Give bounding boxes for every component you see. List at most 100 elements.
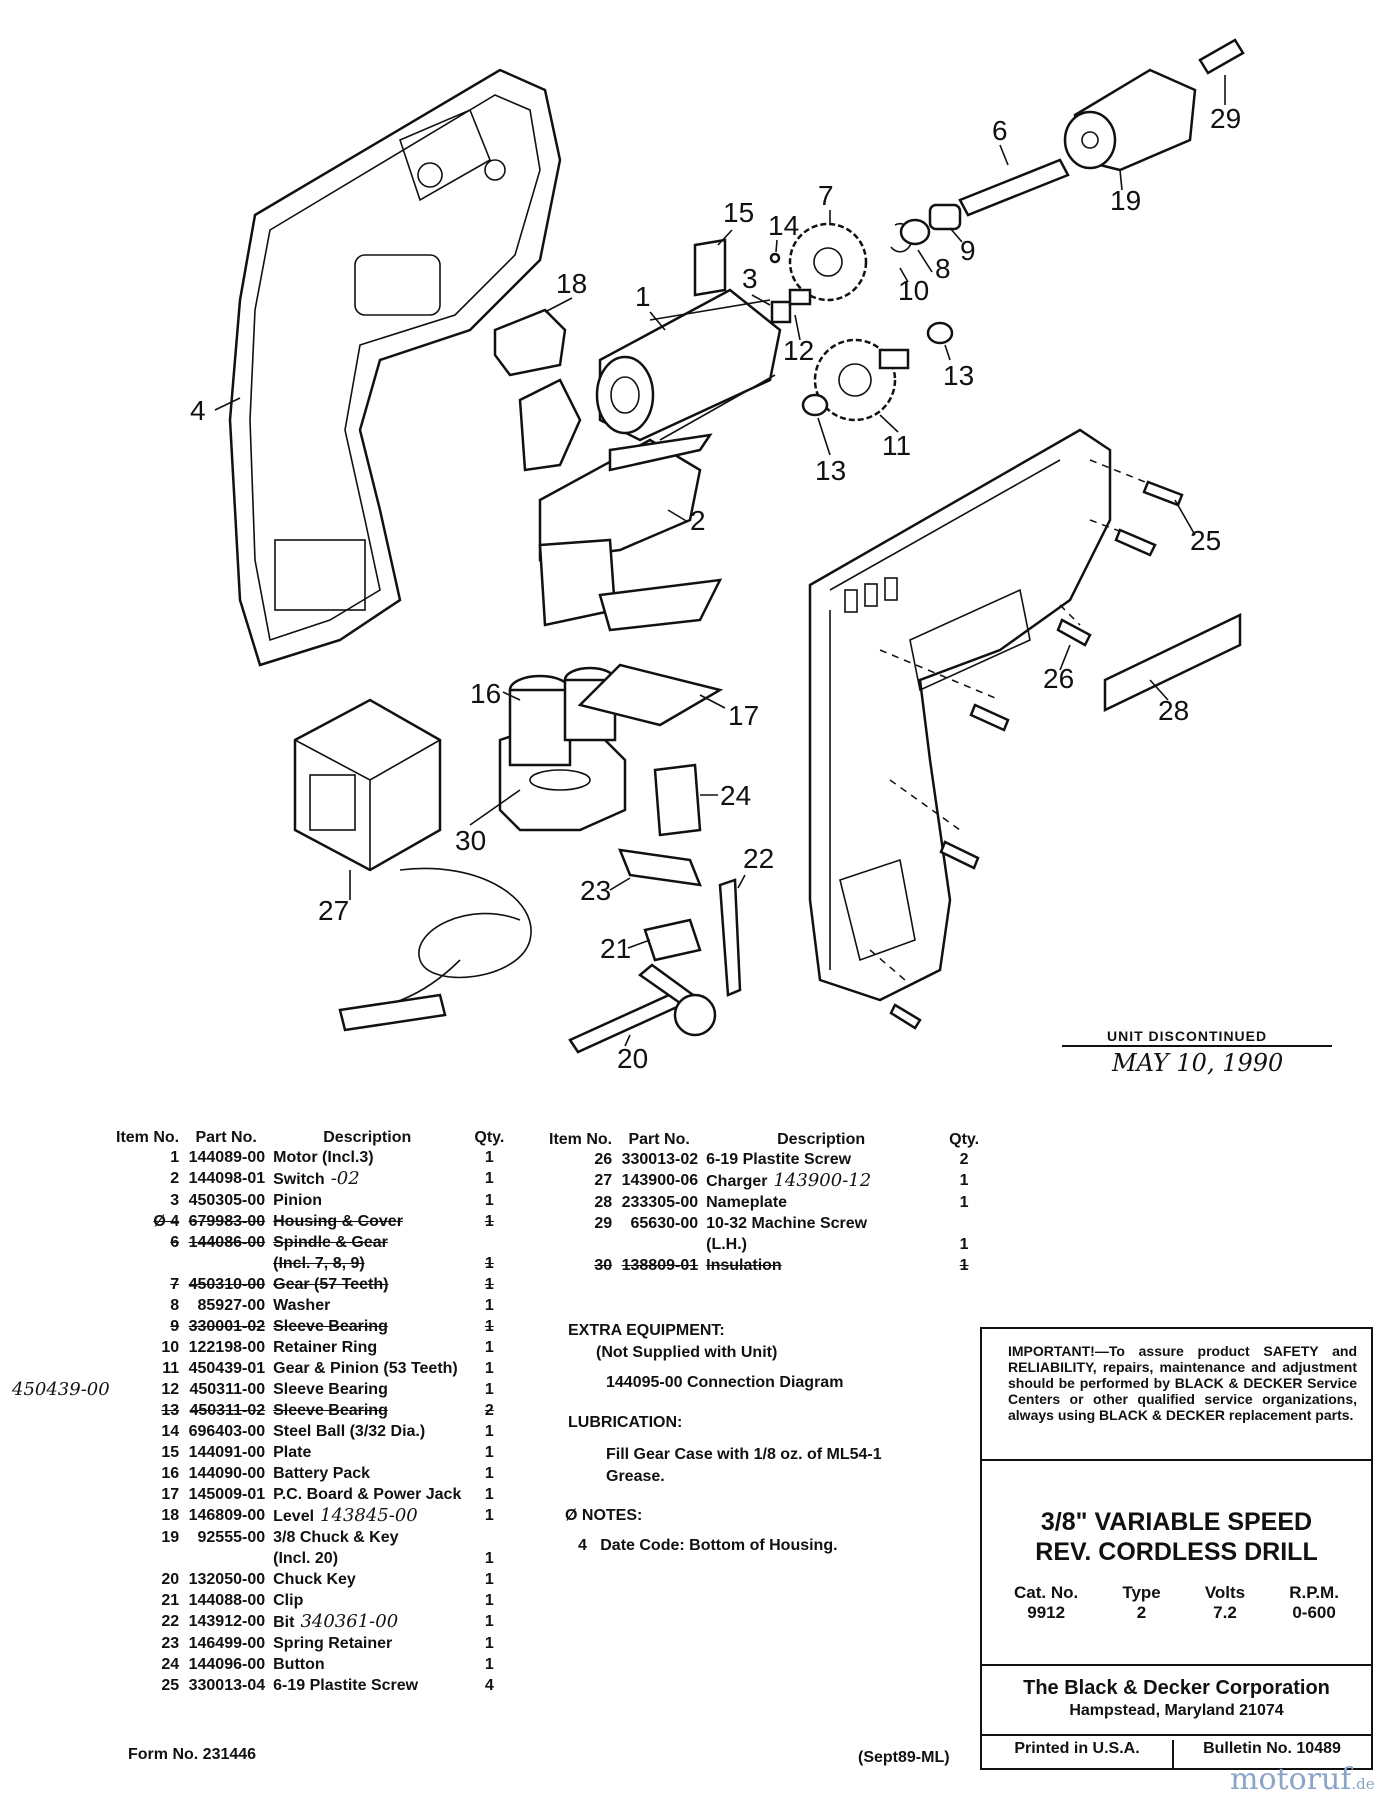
cell-qty-text: 1 <box>484 1360 494 1377</box>
sleeve-bearing <box>926 321 954 345</box>
cell-qty: 1 <box>465 1611 513 1633</box>
cell-item: 15 <box>112 1442 183 1463</box>
header-qty: Qty. <box>949 1131 980 1148</box>
cell-part: 143912-00 <box>183 1611 269 1633</box>
cell-qty-text: 1 <box>484 1170 494 1187</box>
callout-11: 11 <box>882 430 911 461</box>
cell-description-text: Level <box>273 1508 315 1525</box>
chuck-key <box>568 963 717 1054</box>
cell-qty-text: 1 <box>484 1423 494 1440</box>
header-description: Description <box>323 1129 412 1146</box>
cell-item: 29 <box>545 1213 616 1234</box>
cell-description-text: Plate <box>273 1444 312 1461</box>
cell-qty: 1 <box>465 1442 513 1463</box>
callout-1: 1 <box>635 281 651 312</box>
cell-part: 144098-01 <box>183 1168 269 1190</box>
notes-heading: Ø NOTES: <box>565 1507 643 1524</box>
callout-20: 20 <box>617 1043 648 1074</box>
cell-description: Steel Ball (3/32 Dia.) <box>269 1421 465 1442</box>
cell-part-text: 85927-00 <box>197 1297 266 1314</box>
spindle <box>958 158 1070 217</box>
cell-description-text: Housing & Cover <box>273 1213 403 1230</box>
cell-item: 25 <box>112 1675 183 1696</box>
cell-description-text: (Incl. 7, 8, 9) <box>273 1255 365 1272</box>
cell-part-text: 138809-01 <box>621 1257 699 1274</box>
cell-part: 145009-01 <box>183 1484 269 1505</box>
cell-qty: 1 <box>465 1421 513 1442</box>
extra-equipment: EXTRA EQUIPMENT: (Not Supplied with Unit… <box>568 1320 843 1394</box>
cell-qty: 1 <box>465 1316 513 1337</box>
cell-item-text: 21 <box>161 1592 180 1609</box>
cell-part: 92555-00 <box>183 1527 269 1548</box>
cell-qty: 1 <box>465 1253 513 1274</box>
spec-volts-value: 7.2 <box>1213 1603 1237 1622</box>
cell-item: 2 <box>112 1168 183 1190</box>
cell-qty-text: 1 <box>484 1635 494 1652</box>
cell-qty: 1 <box>465 1295 513 1316</box>
cell-qty-text: 1 <box>484 1339 494 1356</box>
cell-description: Sleeve Bearing <box>269 1400 465 1421</box>
callout-29: 29 <box>1210 103 1241 134</box>
cell-part: 122198-00 <box>183 1337 269 1358</box>
cell-item <box>112 1253 183 1274</box>
cell-item-text: 15 <box>161 1444 180 1461</box>
battery-pack <box>498 666 627 832</box>
gear-and-pinion <box>813 338 910 422</box>
extra-sub: (Not Supplied with Unit) <box>596 1344 778 1361</box>
callout-28: 28 <box>1158 695 1189 726</box>
cell-qty: 4 <box>465 1675 513 1696</box>
product-title-block: 3/8" VARIABLE SPEED REV. CORDLESS DRILL … <box>982 1461 1371 1666</box>
product-title-line1: 3/8" VARIABLE SPEED <box>1040 1508 1313 1536</box>
cell-description-text: (L.H.) <box>706 1236 747 1253</box>
cell-part-text: 679983-00 <box>188 1213 266 1230</box>
cell-description-text: Motor (Incl.3) <box>273 1149 374 1166</box>
extra-heading: EXTRA EQUIPMENT: <box>568 1322 725 1339</box>
company-name: The Black & Decker Corporation <box>1023 1677 1330 1699</box>
cell-part-text: 450311-00 <box>189 1381 266 1398</box>
cell-item-text: 14 <box>161 1423 180 1440</box>
spec-cat-value: 9912 <box>1027 1603 1066 1622</box>
cell-description: Sleeve Bearing <box>269 1316 465 1337</box>
cell-item-text: 19 <box>161 1529 180 1546</box>
cell-item-text: 24 <box>161 1656 180 1673</box>
callout-7: 7 <box>818 180 834 211</box>
cell-qty: 1 <box>465 1211 513 1232</box>
cell-description: Gear & Pinion (53 Teeth) <box>269 1358 465 1379</box>
plastite-screw <box>1056 618 1092 647</box>
cell-item: 22 <box>112 1611 183 1633</box>
cell-part-text: 146499-00 <box>188 1635 266 1652</box>
cell-qty-text: 1 <box>484 1297 494 1314</box>
header-qty: Qty. <box>474 1129 505 1146</box>
cell-qty: 1 <box>465 1633 513 1654</box>
motor <box>595 288 792 442</box>
cell-item: 3 <box>112 1190 183 1211</box>
cell-part: 132050-00 <box>183 1569 269 1590</box>
spec-cat-label: Cat. No. <box>1014 1583 1079 1602</box>
cell-part: 144086-00 <box>183 1232 269 1253</box>
cell-qty: 1 <box>465 1590 513 1611</box>
callout-21: 21 <box>600 933 631 964</box>
cell-part: 144089-00 <box>183 1147 269 1168</box>
cell-description-text: (Incl. 20) <box>273 1550 339 1567</box>
plastite-screw <box>969 703 1010 732</box>
cell-description: Washer <box>269 1295 465 1316</box>
cell-description: Chuck Key <box>269 1569 465 1590</box>
cell-part: 144088-00 <box>183 1590 269 1611</box>
cell-item: 13 <box>112 1400 183 1421</box>
callout-25: 25 <box>1190 525 1221 556</box>
cell-description: Nameplate <box>702 1192 940 1213</box>
discontinued-underline <box>1062 1045 1332 1047</box>
cell-description-text: 6-19 Plastite Screw <box>273 1677 419 1694</box>
callout-4: 4 <box>190 395 206 426</box>
cell-part-text: 696403-00 <box>188 1423 266 1440</box>
cell-qty-text: 1 <box>484 1255 494 1272</box>
